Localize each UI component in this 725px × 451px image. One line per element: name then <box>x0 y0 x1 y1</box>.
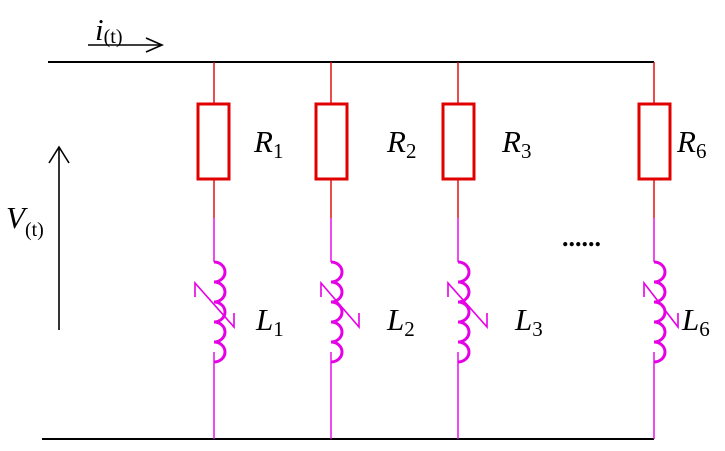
inductor-l3-label: L3 <box>514 302 543 341</box>
inductor-l6-label: L6 <box>681 302 710 341</box>
inductor-l6-symbol: L <box>681 302 699 337</box>
resistor-r1-symbol: R <box>253 124 273 159</box>
resistor-r2-index: 2 <box>406 139 417 163</box>
current-symbol: i <box>95 12 104 47</box>
resistor-r6 <box>637 102 672 181</box>
resistor-r3 <box>441 102 476 181</box>
inductor-l2-label: L2 <box>386 302 415 341</box>
branch-1: R1 L1 <box>194 62 284 439</box>
inductor-l1-symbol: L <box>255 302 273 337</box>
resistor-r2-symbol: R <box>386 124 406 159</box>
inductor-l3 <box>447 260 488 364</box>
current-label: i(t) <box>95 12 123 48</box>
voltage-arrow <box>48 145 70 330</box>
resistor-r1 <box>196 102 231 181</box>
resistor-r6-symbol: R <box>676 124 696 159</box>
inductor-l2 <box>320 260 360 364</box>
resistor-r1-label: R1 <box>253 124 283 163</box>
branch-2: R2 L2 <box>314 62 416 439</box>
branch-3: R3 L3 <box>441 62 543 439</box>
resistor-r6-index: 6 <box>696 139 707 163</box>
voltage-subscript: (t) <box>25 219 44 241</box>
inductor-l6-index: 6 <box>699 317 710 341</box>
voltage-label: V(t) <box>6 200 44 241</box>
inductor-l1-index: 1 <box>273 317 284 341</box>
resistor-r1-index: 1 <box>273 139 284 163</box>
resistor-r2 <box>314 102 349 181</box>
resistor-r3-symbol: R <box>501 124 521 159</box>
inductor-l3-symbol: L <box>514 302 532 337</box>
current-subscript: (t) <box>104 26 123 48</box>
inductor-l1-label: L1 <box>255 302 284 341</box>
resistor-r2-label: R2 <box>386 124 416 163</box>
resistor-r3-index: 3 <box>521 139 532 163</box>
resistor-r3-label: R3 <box>501 124 531 163</box>
resistor-r6-label: R6 <box>676 124 706 163</box>
inductor-l1 <box>194 260 235 364</box>
inductor-l2-symbol: L <box>386 302 404 337</box>
current-arrow <box>88 37 164 53</box>
inductor-l3-index: 3 <box>532 317 543 341</box>
inductor-l2-index: 2 <box>404 317 415 341</box>
branch-6: R6 L6 <box>637 62 710 439</box>
inductor-l6 <box>643 260 679 364</box>
ellipsis: ...... <box>562 223 601 252</box>
voltage-symbol: V <box>6 200 28 235</box>
